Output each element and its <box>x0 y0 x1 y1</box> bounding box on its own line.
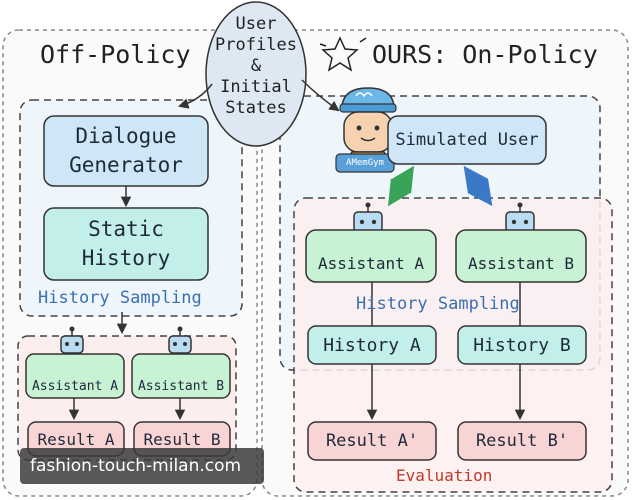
dialogue-generator-line: Generator <box>69 153 183 177</box>
off-assistant-b-box <box>131 353 231 399</box>
bubble-line: & <box>250 56 262 76</box>
history-a-label: History A <box>323 334 421 356</box>
user-profiles-bubble <box>205 1 307 147</box>
on-result-a-box <box>307 421 437 461</box>
static-history-box <box>43 207 209 281</box>
bubble-text: User Profiles & Initial States <box>206 14 306 119</box>
on-result-b-label: Result B' <box>475 431 569 451</box>
off-assistant-a-box <box>25 353 125 399</box>
off-robot-b-icon <box>168 326 192 354</box>
off-robot-a-icon <box>60 326 84 354</box>
simulated-user-box <box>387 115 547 165</box>
static-history-line: Static <box>88 217 164 241</box>
bubble-line: User <box>235 14 277 34</box>
history-b-label: History B <box>473 334 571 356</box>
off-history-sampling-label: History Sampling <box>38 288 202 308</box>
watermark-background <box>20 448 264 484</box>
on-history-sampling-label: History Sampling <box>356 294 520 314</box>
dialogue-generator-line: Dialogue <box>75 124 177 148</box>
bubble-to-on-arrow <box>301 79 340 112</box>
on-robot-a-icon <box>353 202 383 233</box>
on-assistant-b-label: Assistant B <box>468 253 574 273</box>
static-history-line: History <box>81 246 171 270</box>
static-history-label: Static History <box>44 208 208 280</box>
on-policy-title: OURS: On-Policy <box>372 40 598 69</box>
off-assistant-b-label: Assistant B <box>137 378 225 394</box>
off-result-a-label: Result A <box>37 429 115 449</box>
amemgym-badge-label: AMemGym <box>346 158 384 168</box>
bubble-line: Initial <box>220 77 292 97</box>
blue-two-way-arrow <box>463 165 493 207</box>
watermark-text: fashion-touch-milan.com <box>30 456 242 476</box>
dialogue-generator-label: Dialogue Generator <box>44 116 208 186</box>
history-b-box <box>457 325 587 365</box>
green-two-way-arrow <box>387 165 415 207</box>
bubble-line: Profiles <box>215 35 297 55</box>
star-spark-1 <box>319 43 327 47</box>
bubble-line: States <box>225 98 287 118</box>
simulated-user-label: Simulated User <box>395 130 539 150</box>
on-assistant-a-box <box>305 229 437 283</box>
on-result-b-box <box>457 421 587 461</box>
evaluation-label: Evaluation <box>396 466 493 485</box>
off-policy-title: Off-Policy <box>40 40 191 69</box>
star-icon <box>321 36 359 72</box>
bubble-to-off-arrow <box>177 83 213 109</box>
on-result-a-label: Result A' <box>325 431 419 451</box>
off-result-b-label: Result B <box>143 429 221 449</box>
off-assistant-a-label: Assistant A <box>31 378 119 394</box>
on-assistant-a-label: Assistant A <box>318 253 424 273</box>
star-spark-2 <box>359 37 367 43</box>
on-assistant-b-box <box>455 229 587 283</box>
